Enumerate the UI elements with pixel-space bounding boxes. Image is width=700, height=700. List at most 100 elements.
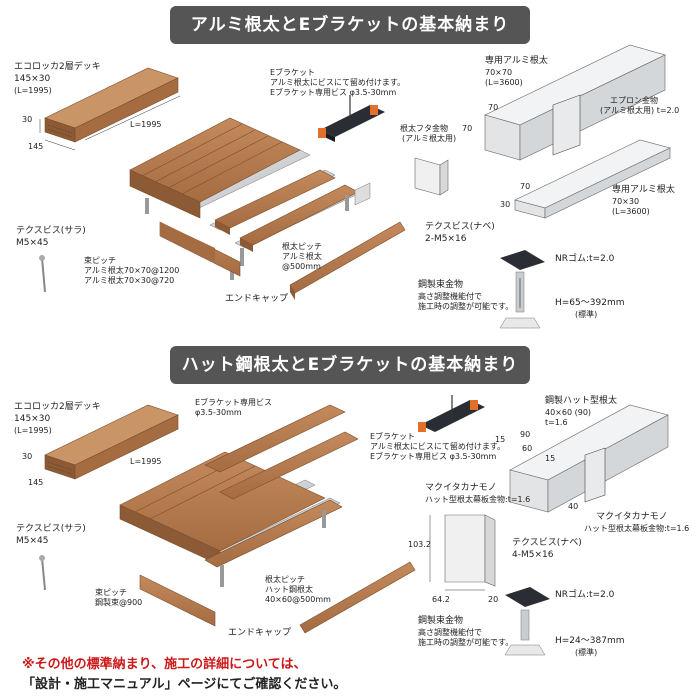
e-bracket-line1-1: アルミ根太にビスにて留め付けます。 xyxy=(270,78,406,87)
kanamono1-sub: ハット型根太幕板金物:t=1.6 xyxy=(425,495,531,504)
kanamono-dim-w: 64.2 xyxy=(432,595,450,604)
e-bracket-drawing-2 xyxy=(418,395,485,432)
section2-title: ハット鋼根太とEブラケットの基本納まり xyxy=(170,346,530,384)
deck-dim-145-1: 145 xyxy=(28,142,44,151)
kanamono2-title: マクイタカナモノ xyxy=(596,512,668,522)
hat-joist-dim-90: 90 xyxy=(520,430,531,439)
hat-joist-title: 鋼製ハット型根太 xyxy=(545,396,618,406)
height-line2-2: (標準) xyxy=(575,648,598,657)
deck-dim-145-2: 145 xyxy=(28,478,44,487)
epron-title: エプロン金物 xyxy=(610,96,658,105)
alu-joist-70-size: 70×70 xyxy=(485,68,513,77)
screw-sara-spec-1: M5×45 xyxy=(16,238,49,248)
kanamono-dim-h: 103.2 xyxy=(408,540,431,549)
deck-name-1: エコロッカ2層デッキ xyxy=(14,62,101,72)
post-title-2: 鋼製束金物 xyxy=(418,616,464,626)
screw-sara-spec-2: M5×45 xyxy=(16,536,49,546)
hat-joist-dim-60: 60 xyxy=(522,444,533,453)
kanamono1-title: マクイタカナモノ xyxy=(425,483,497,493)
deck-assembly-2 xyxy=(119,404,416,634)
hat-joist-size: 40×60 (90) xyxy=(545,408,592,417)
deck-length-2: (L=1995) xyxy=(14,426,52,435)
footer-line1: ※その他の標準納まり、施工の詳細については、 xyxy=(22,657,307,672)
post-pitch-title-1: 束ピッチ xyxy=(84,256,116,265)
end-cap-1: エンドキャップ xyxy=(225,294,289,304)
post-line1-2: 高さ調整機能付で xyxy=(418,628,482,637)
e-bracket-screw-spec-2: φ3.5-30mm xyxy=(195,408,242,417)
cap-fitting-title: 根太フタ金物 xyxy=(400,124,448,133)
kanamono-drawing xyxy=(429,514,496,591)
steel-post-drawing-2 xyxy=(504,587,550,656)
e-bracket-line1-2: アルミ根太にビスにて留め付けます。 xyxy=(370,442,506,451)
kanamono-dim-d: 20 xyxy=(488,595,499,604)
screw-nabe-spec-1: 2-M5×16 xyxy=(425,234,467,244)
screw-nabe-spec-2: 4-M5×16 xyxy=(512,550,554,560)
hat-joist-drawing xyxy=(509,404,669,513)
nr-rubber-2: NRゴム:t=2.0 xyxy=(555,590,615,600)
cap-fitting-sub: (アルミ根太用) xyxy=(402,134,457,143)
hat-joist-dim-40: 40 xyxy=(568,502,579,511)
hat-joist-dim-15b: 15 xyxy=(545,454,556,463)
post-pitch-line1-1: アルミ根太70×70@1200 xyxy=(84,266,180,275)
alu-joist-70-length: (L=3600) xyxy=(485,78,523,87)
joist-pitch-title-2: 根太ピッチ xyxy=(265,575,305,584)
post-line2-2: 施工時の調整が可能です。 xyxy=(418,638,514,647)
alu-joist-70x30-drawing xyxy=(514,139,671,219)
joist-pitch-line1-1: アルミ根太 xyxy=(282,252,322,261)
post-line1-1: 高さ調整機能付で xyxy=(418,292,482,301)
height-line1-1: H=65〜392mm xyxy=(555,298,625,308)
deck-length-1: (L=1995) xyxy=(14,86,52,95)
deck-dim-L-2: L=1995 xyxy=(130,457,162,466)
e-bracket-title-2: Eブラケット xyxy=(370,432,416,441)
joist-pitch-line2-2: 40×60@500mm xyxy=(265,595,331,604)
alu-joist-30-dim-b: 30 xyxy=(500,200,511,209)
section1-title: アルミ根太とEブラケットの基本納まり xyxy=(170,6,530,44)
post-pitch-line2-1: アルミ根太70×30@720 xyxy=(84,276,175,285)
screw-nabe-title-1: テクスビス(ナベ) xyxy=(425,222,495,232)
height-line2-1: (標準) xyxy=(575,310,598,319)
deck-name-2: エコロッカ2層デッキ xyxy=(14,402,101,412)
nr-rubber-1: NRゴム:t=2.0 xyxy=(555,254,615,264)
post-line2-1: 施工時の調整が可能です。 xyxy=(418,302,514,311)
e-bracket-line2-1: Eブラケット専用ビス φ3.5-30mm xyxy=(270,88,397,97)
post-title-1: 鋼製束金物 xyxy=(418,280,464,290)
end-cap-2: エンドキャップ xyxy=(228,628,292,638)
joist-cap-fitting xyxy=(414,157,449,196)
alu-joist-70-dim-b: 70 xyxy=(462,124,473,133)
height-line1-2: H=24〜387mm xyxy=(555,636,625,646)
screw-drawing-2 xyxy=(39,555,46,591)
deck-dim-30-2: 30 xyxy=(22,452,33,461)
footer-line2: 「設計・施工マニュアル」ページにてご確認ください。 xyxy=(22,677,347,692)
screw-sara-title-2: テクスビス(サラ) xyxy=(16,524,86,534)
joist-pitch-line1-2: ハット鋼根太 xyxy=(265,585,313,594)
alu-joist-30-dim-a: 70 xyxy=(520,182,531,191)
alu-joist-70-dim-a: 70 xyxy=(488,103,499,112)
hat-joist-dim-15a: 15 xyxy=(495,435,506,444)
joist-pitch-title-1: 根太ピッチ xyxy=(282,242,322,251)
steel-post-drawing-1 xyxy=(499,250,545,329)
screw-nabe-title-2: テクスビス(ナベ) xyxy=(512,538,582,548)
deck-assembly-1 xyxy=(129,117,406,300)
e-bracket-drawing-1 xyxy=(318,95,385,142)
alu-joist-30-title: 専用アルミ根太 xyxy=(612,185,675,195)
deck-dim-L-1: L=1995 xyxy=(130,120,162,129)
e-bracket-screw-title-2: Eブラケット専用ビス xyxy=(195,398,273,407)
joist-pitch-line2-1: @500mm xyxy=(282,262,321,271)
deck-board-sample-1 xyxy=(39,67,181,151)
deck-board-sample-2 xyxy=(44,404,179,480)
alu-joist-70x70-drawing xyxy=(484,44,666,161)
screw-sara-title-1: テクスビス(サラ) xyxy=(16,226,86,236)
alu-joist-70-title: 専用アルミ根太 xyxy=(485,56,548,66)
kanamono2-sub: ハット型根太幕板金物:t=1.6 xyxy=(584,524,690,533)
deck-size-1: 145×30 xyxy=(14,74,51,84)
epron-sub: (アルミ根太用) t=2.0 xyxy=(600,106,680,115)
footer-note: ※その他の標準納まり、施工の詳細については、 「設計・施工マニュアル」ページにて… xyxy=(22,655,346,695)
post-pitch-title-2: 束ピッチ xyxy=(95,588,127,597)
hat-joist-thickness: t=1.6 xyxy=(545,418,568,427)
deck-dim-30-1: 30 xyxy=(22,115,33,124)
screw-drawing-1 xyxy=(39,255,46,293)
e-bracket-title-1: Eブラケット xyxy=(270,68,316,77)
deck-size-2: 145×30 xyxy=(14,414,51,424)
